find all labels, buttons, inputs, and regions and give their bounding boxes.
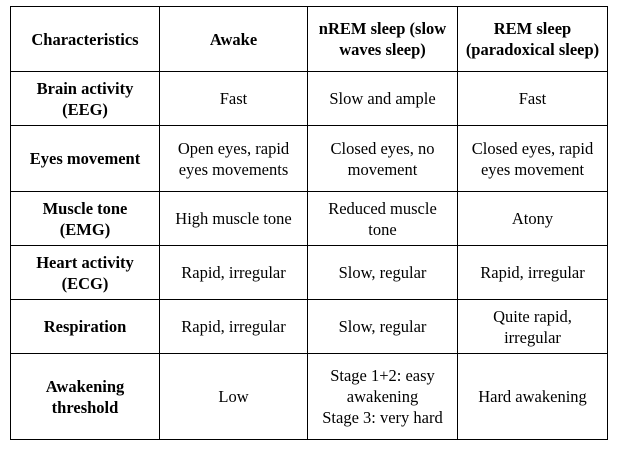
sleep-characteristics-table: Characteristics Awake nREM sleep (slow w… [10,6,608,440]
cell-rem: Rapid, irregular [457,245,608,300]
header-nrem-sleep: nREM sleep (slow waves sleep) [307,6,458,72]
row-label-heart-activity: Heart activity (ECG) [10,245,160,300]
cell-awake: Rapid, irregular [159,299,308,354]
table-row: Respiration Rapid, irregular Slow, regul… [10,299,608,354]
cell-nrem: Closed eyes, no movement [307,125,458,192]
row-label-muscle-tone: Muscle tone (EMG) [10,191,160,246]
nrem-stage-1-2-text: Stage 1+2: easy awakening [330,366,435,406]
table-row: Eyes movement Open eyes, rapid eyes move… [10,125,608,192]
cell-nrem: Slow and ample [307,71,458,126]
cell-awake: Low [159,353,308,440]
row-label-respiration: Respiration [10,299,160,354]
cell-rem: Atony [457,191,608,246]
header-characteristics: Characteristics [10,6,160,72]
cell-rem: Fast [457,71,608,126]
cell-nrem: Stage 1+2: easy awakening Stage 3: very … [307,353,458,440]
row-label-eyes-movement: Eyes movement [10,125,160,192]
cell-nrem: Slow, regular [307,299,458,354]
cell-rem: Quite rapid, irregular [457,299,608,354]
table-row: Brain activity (EEG) Fast Slow and ample… [10,71,608,126]
cell-awake: Open eyes, rapid eyes movements [159,125,308,192]
cell-rem: Closed eyes, rapid eyes movement [457,125,608,192]
table-row: Muscle tone (EMG) High muscle tone Reduc… [10,191,608,246]
row-label-awakening-threshold: Awakening threshold [10,353,160,440]
cell-nrem: Slow, regular [307,245,458,300]
table-header-row: Characteristics Awake nREM sleep (slow w… [10,6,608,72]
header-rem-sleep: REM sleep (paradoxical sleep) [457,6,608,72]
cell-awake: High muscle tone [159,191,308,246]
table-row: Heart activity (ECG) Rapid, irregular Sl… [10,245,608,300]
cell-awake: Fast [159,71,308,126]
row-label-brain-activity: Brain activity (EEG) [10,71,160,126]
table-row: Awakening threshold Low Stage 1+2: easy … [10,353,608,440]
nrem-stage-3-text: Stage 3: very hard [322,408,443,427]
header-awake: Awake [159,6,308,72]
cell-awake: Rapid, irregular [159,245,308,300]
cell-rem: Hard awakening [457,353,608,440]
cell-nrem: Reduced muscle tone [307,191,458,246]
